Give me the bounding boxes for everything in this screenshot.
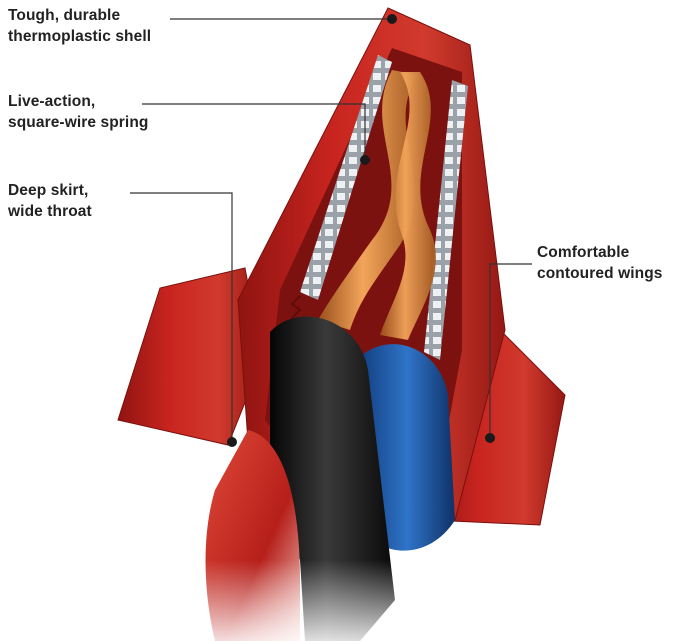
callout-label-spring: Live-action, square-wire spring bbox=[8, 91, 148, 133]
dot-shell bbox=[387, 14, 397, 24]
dot-skirt bbox=[227, 437, 237, 447]
callout-label-shell: Tough, durable thermoplastic shell bbox=[8, 5, 151, 47]
dot-spring bbox=[360, 155, 370, 165]
callout-label-skirt: Deep skirt, wide throat bbox=[8, 180, 92, 222]
bottom-fade bbox=[150, 560, 450, 641]
callout-label-wings: Comfortable contoured wings bbox=[537, 242, 663, 284]
dot-wings bbox=[485, 433, 495, 443]
